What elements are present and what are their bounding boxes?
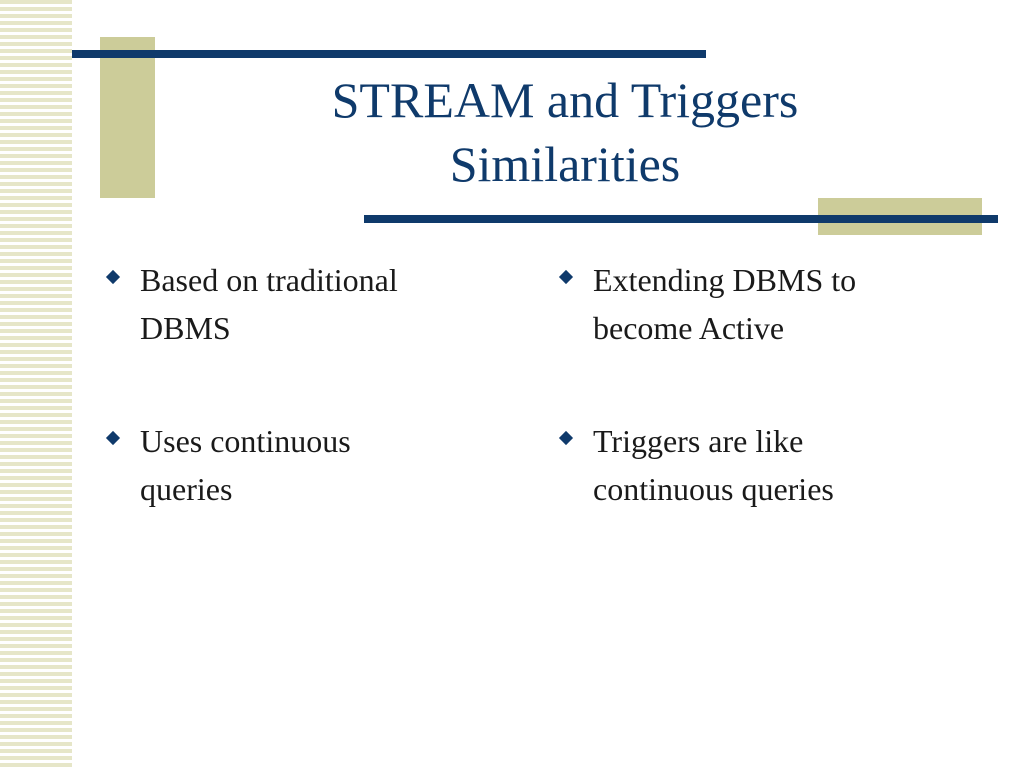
bullet-item: Extending DBMS to become Active: [553, 256, 953, 352]
bullet-text-line2: continuous queries: [593, 471, 834, 507]
left-stripe-band: [0, 0, 72, 768]
bullet-text-line1: Based on traditional: [140, 262, 398, 298]
bullet-text-line2: DBMS: [140, 310, 231, 346]
bullet-item: Triggers are like continuous queries: [553, 417, 953, 513]
bullet-text-line1: Uses continuous: [140, 423, 351, 459]
diamond-bullet-icon: [105, 269, 121, 285]
right-bullet-column: Extending DBMS to become Active Triggers…: [553, 256, 953, 578]
bullet-item: Uses continuous queries: [100, 417, 500, 513]
top-accent-line: [72, 50, 706, 58]
diamond-bullet-icon: [105, 430, 121, 446]
bullet-item: Based on traditional DBMS: [100, 256, 500, 352]
bottom-accent-line: [364, 215, 998, 223]
top-accent-block: [100, 37, 155, 198]
bullet-text-line2: become Active: [593, 310, 785, 346]
slide-title-line2: Similarities: [449, 136, 681, 192]
diamond-bullet-icon: [558, 269, 574, 285]
left-bullet-column: Based on traditional DBMS Uses continuou…: [100, 256, 500, 578]
bullet-text-line2: queries: [140, 471, 233, 507]
bullet-text-line1: Triggers are like: [593, 423, 804, 459]
diamond-bullet-icon: [558, 430, 574, 446]
slide-title: STREAM and Triggers Similarities: [210, 68, 920, 196]
slide-title-line1: STREAM and Triggers: [331, 72, 799, 128]
bullet-text-line1: Extending DBMS to: [593, 262, 857, 298]
